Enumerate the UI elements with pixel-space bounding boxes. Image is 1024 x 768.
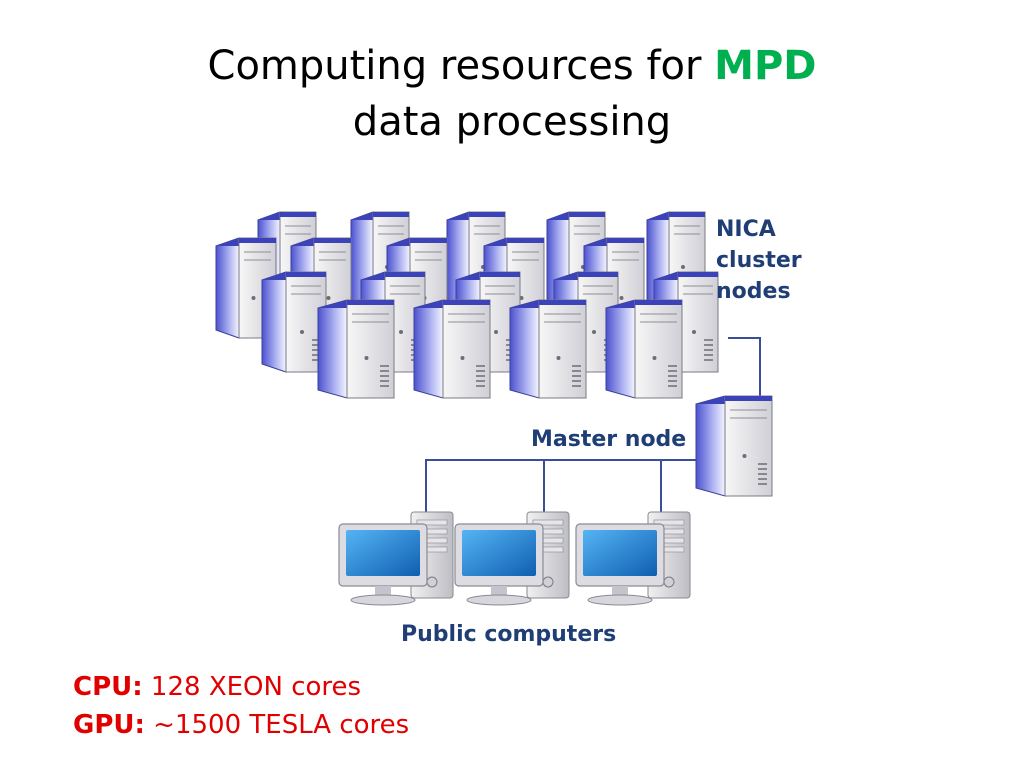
public-computer-icon [454, 511, 570, 606]
master-node-server [695, 395, 773, 497]
spec-value: ~1500 TESLA cores [153, 710, 410, 740]
cluster-node-server [317, 299, 395, 399]
master-node-server-icon [695, 395, 773, 497]
spec-row-cpu: CPU: 128 XEON cores [73, 668, 409, 706]
nica-cluster-label: NICA cluster nodes [716, 214, 816, 307]
cluster-nodes-group [215, 211, 719, 399]
master-node-label: Master node [531, 427, 687, 452]
public-computer-icon [575, 511, 691, 606]
cluster-node-server [509, 299, 587, 399]
hardware-specs: CPU: 128 XEON cores GPU: ~1500 TESLA cor… [73, 668, 409, 744]
master-to-public-bus-line [425, 459, 696, 518]
cluster-node-server [261, 271, 327, 373]
title-text-after: data processing [352, 99, 672, 145]
cluster-node-server [605, 299, 683, 399]
nica-cluster-label-line: NICA [716, 217, 776, 242]
slide-title: Computing resources for MPD data process… [0, 38, 1024, 150]
nica-cluster-label-line: cluster [716, 248, 802, 273]
public-computers-label: Public computers [401, 622, 617, 647]
title-text-before: Computing resources for [207, 43, 715, 89]
nica-cluster-label-line: nodes [716, 279, 791, 304]
spec-value: 128 XEON cores [150, 672, 362, 702]
spec-key: CPU: [73, 672, 143, 702]
public-computer-icon [338, 511, 454, 606]
cluster-node-server [413, 299, 491, 399]
cluster-to-master-line [728, 337, 761, 404]
title-accent-mpd: MPD [714, 43, 817, 89]
spec-key: GPU: [73, 710, 145, 740]
network-connectors [425, 337, 761, 518]
public-computers-group [338, 511, 691, 606]
spec-row-gpu: GPU: ~1500 TESLA cores [73, 706, 409, 744]
